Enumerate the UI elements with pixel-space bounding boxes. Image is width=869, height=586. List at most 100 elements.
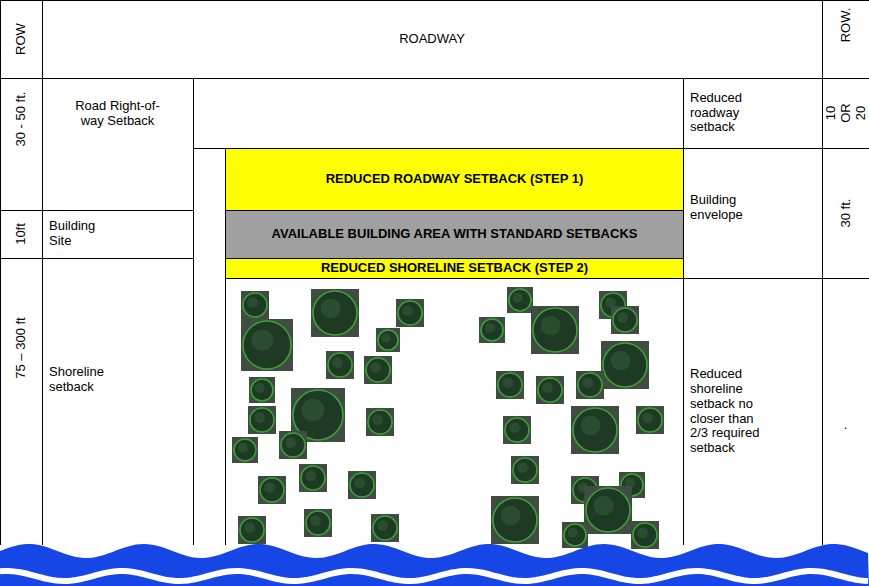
tree-crown <box>243 321 291 369</box>
tree-symbol <box>584 486 632 534</box>
table-cell: Road Right-of-way Setback <box>42 78 193 150</box>
tree-ground <box>396 299 424 327</box>
tree-texture <box>485 323 495 333</box>
tree-texture <box>238 443 248 453</box>
tree-ground <box>304 509 332 537</box>
tree-crown <box>493 498 537 542</box>
tree-crown <box>313 291 357 335</box>
tree-texture <box>247 297 258 308</box>
tree-ground <box>531 306 579 354</box>
tree-ground <box>571 406 619 454</box>
tree-ground <box>507 287 533 313</box>
tree-ground <box>249 377 275 403</box>
tree-texture <box>321 299 341 319</box>
tree-symbol <box>304 509 332 537</box>
tree-texture <box>251 329 273 351</box>
grid-line <box>0 0 1 545</box>
tree-texture <box>581 416 601 436</box>
tree-ground <box>601 341 649 389</box>
tree-ground <box>311 289 359 337</box>
cell-label: Building envelope <box>690 193 765 223</box>
tree-symbol <box>241 319 293 371</box>
tree-texture <box>354 477 365 488</box>
tree-ground <box>491 496 539 544</box>
tree-crown <box>513 458 537 482</box>
dimension-label: 75 – 300 ft <box>14 317 29 378</box>
tree-texture <box>637 527 648 538</box>
tree-texture <box>244 522 255 533</box>
tree-crown <box>234 439 256 461</box>
tree-crown <box>578 373 602 397</box>
setback-band: REDUCED SHORELINE SETBACK (STEP 2) <box>225 258 684 279</box>
tree-symbol <box>496 371 524 399</box>
tree-symbol <box>576 371 604 399</box>
tree-texture <box>377 520 388 531</box>
grid-line <box>193 78 194 545</box>
tree-symbol <box>631 521 659 549</box>
tree-crown <box>586 488 630 532</box>
tree-symbol <box>371 514 399 542</box>
table-cell: 10ft <box>0 210 42 258</box>
tree-crown <box>573 408 617 452</box>
tree-symbol <box>507 287 533 313</box>
tree-symbol <box>258 476 286 504</box>
tree-texture <box>568 528 578 538</box>
tree-texture <box>542 382 553 393</box>
table-cell: ROW <box>0 0 42 78</box>
tree-ground <box>232 437 258 463</box>
tree-texture <box>517 462 528 473</box>
tree-symbol <box>348 471 376 499</box>
grid-line <box>822 0 823 545</box>
tree-ground <box>371 514 399 542</box>
tree-crown <box>368 410 392 434</box>
tree-symbol <box>279 431 307 459</box>
tree-ground <box>348 471 376 499</box>
tree-texture <box>617 312 628 323</box>
tree-crown <box>533 308 577 352</box>
tree-symbol <box>601 341 649 389</box>
tree-ground <box>376 328 400 352</box>
tree-crown <box>250 408 274 432</box>
tree-texture <box>310 515 321 526</box>
tree-ground <box>366 408 394 436</box>
tree-symbol <box>299 464 327 492</box>
tree-texture <box>302 399 325 422</box>
grid-line <box>0 258 193 259</box>
tree-texture <box>501 506 521 526</box>
table-cell: Reduced roadway setback <box>683 78 822 148</box>
grid-line <box>42 0 43 545</box>
tree-ground <box>279 431 307 459</box>
tree-crown <box>398 301 422 325</box>
water-body <box>0 544 869 586</box>
tree-symbol <box>311 289 359 337</box>
table-cell: . <box>822 400 869 450</box>
tree-texture <box>285 437 296 448</box>
tree-symbol <box>232 437 258 463</box>
tree-symbol <box>249 377 275 403</box>
table-cell: 30 - 50 ft. <box>0 78 42 160</box>
tree-ground <box>576 371 604 399</box>
tree-crown <box>498 373 522 397</box>
dimension-label: 10ft <box>14 223 29 245</box>
table-cell: 30 ft. <box>822 148 869 278</box>
tree-ground <box>584 486 632 534</box>
tree-symbol <box>636 406 664 434</box>
dimension-label: 30 - 50 ft. <box>14 92 29 147</box>
tree-crown <box>613 308 637 332</box>
cell-label: . <box>844 418 848 433</box>
tree-texture <box>509 422 520 433</box>
table-cell: Building envelope <box>683 148 822 268</box>
tree-texture <box>332 357 343 368</box>
dimension-label: ROW. <box>838 8 853 43</box>
tree-crown <box>538 378 562 402</box>
tree-ground <box>631 521 659 549</box>
cell-label: ROADWAY <box>399 32 465 47</box>
tree-texture <box>370 362 381 373</box>
dimension-label: ROW <box>14 23 29 55</box>
tree-crown <box>505 418 529 442</box>
tree-texture <box>264 482 275 493</box>
tree-crown <box>603 343 647 387</box>
table-cell: ROW. <box>822 0 869 50</box>
dimension-label: 10 OR 20 <box>823 100 868 126</box>
tree-symbol <box>376 328 400 352</box>
